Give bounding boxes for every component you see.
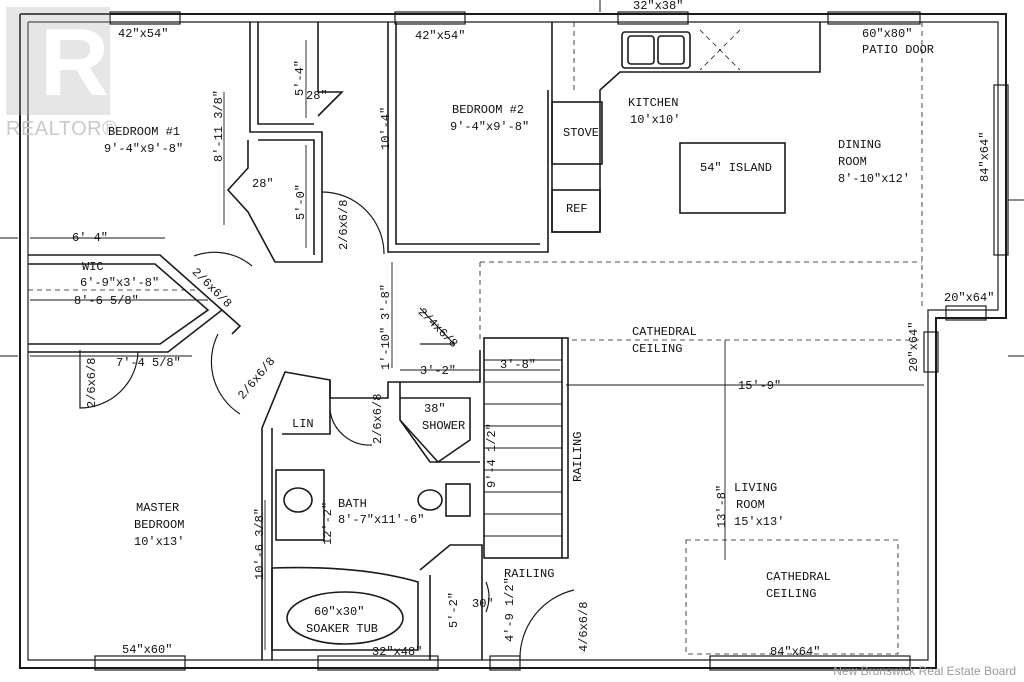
dim-3-8b: 3'-8" bbox=[500, 358, 537, 372]
realtor-logo-icon: R bbox=[6, 7, 110, 116]
dim-13-8: 13'-8" bbox=[715, 484, 729, 528]
dining-size: 8'-10"x12' bbox=[838, 172, 911, 186]
bath-size: 8'-7"x11'-6" bbox=[338, 513, 425, 527]
window-bottom-left: 54"x60" bbox=[122, 643, 173, 657]
dim-30: 30" bbox=[472, 597, 494, 611]
door-bedroom2: 2/6x6/8 bbox=[337, 199, 351, 250]
dimension-lines bbox=[30, 40, 924, 650]
window-right-mid: 20"x64" bbox=[944, 291, 995, 305]
dim-3-2: 3'-2" bbox=[420, 364, 457, 378]
dim-closet-28b: 28" bbox=[252, 177, 274, 191]
bedroom2-name: BEDROOM #2 bbox=[452, 103, 525, 117]
wic-name: WIC bbox=[82, 260, 104, 274]
dim-6-4: 6'-4" bbox=[72, 231, 109, 245]
dim-5-0: 5'-0" bbox=[294, 183, 308, 220]
dim-4-9: 4'-9 1/2" bbox=[503, 577, 517, 642]
door-wic-closet: 2/6x6/8 bbox=[85, 357, 99, 408]
stair-treads bbox=[484, 359, 562, 537]
dim-15-9: 15'-9" bbox=[738, 379, 782, 393]
door-bath: 2/6x6/8 bbox=[371, 393, 385, 444]
cathedral2b-label: CEILING bbox=[766, 587, 817, 601]
svg-text:R: R bbox=[40, 9, 109, 116]
tub-label: SOAKER TUB bbox=[306, 622, 379, 636]
window-right-lower: 20"x64" bbox=[907, 321, 921, 372]
bedroom1-name: BEDROOM #1 bbox=[108, 125, 181, 139]
kitchen-size: 10'x10' bbox=[630, 113, 681, 127]
master-size: 10'x13' bbox=[134, 535, 185, 549]
living-name: LIVING bbox=[734, 481, 778, 495]
board-credit: New Brunswick Real Estate Board bbox=[833, 664, 1016, 678]
window-top-left: 42"x54" bbox=[118, 27, 169, 41]
island-label: 54" ISLAND bbox=[700, 161, 773, 175]
cathedral1-label: CATHEDRAL bbox=[632, 325, 697, 339]
dim-10-6: 10'-6 3/8" bbox=[253, 507, 267, 580]
dim-5-4: 5'-4" bbox=[293, 59, 307, 96]
dim-3-8a: 3'-8" bbox=[379, 283, 393, 320]
window-top-middle: 42"x54" bbox=[415, 29, 466, 43]
dim-7-4: 7'-4 5/8" bbox=[116, 356, 181, 370]
ref-label: REF bbox=[566, 202, 588, 216]
bath-name: BATH bbox=[338, 497, 367, 511]
realtor-watermark: REALTOR® bbox=[6, 118, 118, 140]
living-size: 15'x13' bbox=[734, 515, 785, 529]
cathedral1b-label: CEILING bbox=[632, 342, 683, 356]
shower-size: 38" bbox=[424, 402, 446, 416]
dim-closet-28a: 28" bbox=[306, 89, 328, 103]
interior-walls bbox=[28, 22, 821, 660]
linen-label: LIN bbox=[292, 417, 314, 431]
window-marks bbox=[94, 11, 1009, 671]
patio-door-size: 60"x80" bbox=[862, 27, 913, 41]
dim-8-11: 8'-11 3/8" bbox=[212, 89, 226, 162]
ceiling-lines bbox=[28, 22, 923, 655]
dim-5-2: 5'-2" bbox=[447, 591, 461, 628]
door-swings bbox=[79, 191, 575, 661]
exterior-walls bbox=[19, 13, 1007, 669]
window-top-right: 32"x38" bbox=[633, 0, 684, 13]
window-bottom-right: 84"x64" bbox=[770, 645, 821, 659]
master-name: MASTER bbox=[136, 501, 180, 515]
kitchen-name: KITCHEN bbox=[628, 96, 679, 110]
dining-name: DINING bbox=[838, 138, 882, 152]
shower-label: SHOWER bbox=[422, 419, 466, 433]
railing-horizontal: RAILING bbox=[504, 567, 555, 581]
dim-9-4: 9'-4 1/2" bbox=[485, 423, 499, 488]
railing-vertical: RAILING bbox=[571, 431, 585, 482]
edge-ticks bbox=[0, 0, 1024, 357]
dining-name2: ROOM bbox=[838, 155, 867, 169]
master-name2: BEDROOM bbox=[134, 518, 185, 532]
patio-door-label: PATIO DOOR bbox=[862, 43, 935, 57]
window-bottom-mid: 32"x48" bbox=[372, 645, 423, 659]
door-entry: 4/6x6/8 bbox=[577, 601, 591, 652]
dim-12-2: 12'-2" bbox=[321, 501, 335, 545]
cathedral2-label: CATHEDRAL bbox=[766, 570, 831, 584]
dim-1-10: 1'-10" bbox=[379, 326, 393, 370]
bedroom2-size: 9'-4"x9'-8" bbox=[450, 120, 530, 134]
tub-size: 60"x30" bbox=[314, 605, 365, 619]
wic-size: 6'-9"x3'-8" bbox=[80, 276, 160, 290]
stove-label: STOVE bbox=[563, 126, 600, 140]
dim-10-4: 10'-4" bbox=[379, 106, 393, 150]
window-right-upper: 84"x64" bbox=[978, 131, 992, 182]
dim-8-6: 8'-6 5/8" bbox=[74, 294, 139, 308]
bedroom1-size: 9'-4"x9'-8" bbox=[104, 142, 184, 156]
living-name2: ROOM bbox=[736, 498, 765, 512]
